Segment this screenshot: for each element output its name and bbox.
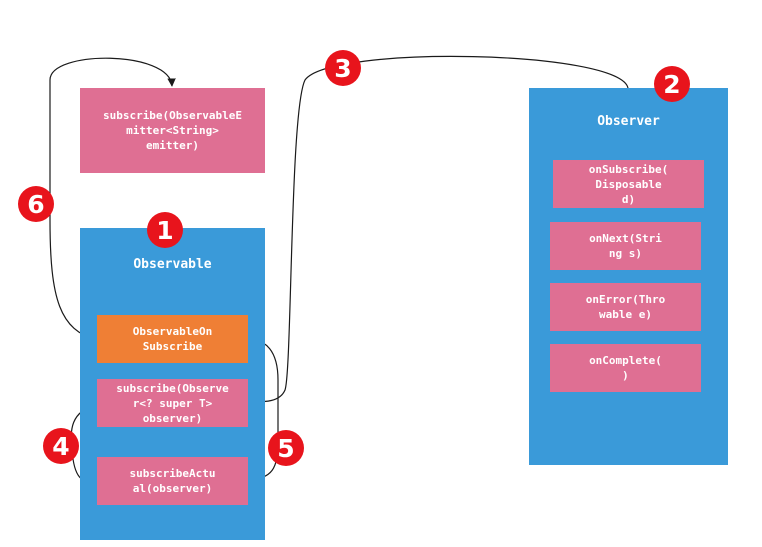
step-badge-1: 1: [147, 212, 183, 248]
step-badge-4: 4: [43, 428, 79, 464]
step-badge-6: 6: [18, 186, 54, 222]
step-badge-2: 2: [654, 66, 690, 102]
subscribe-emitter-box: subscribe(ObservableE mitter<String> emi…: [80, 88, 265, 173]
step-badge-5: 5: [268, 430, 304, 466]
observer-panel: [529, 88, 728, 465]
on-subscribe-box: onSubscribe( Disposable d): [553, 160, 704, 208]
on-complete-box: onComplete( ): [550, 344, 701, 392]
observable-on-subscribe-box: ObservableOn Subscribe: [97, 315, 248, 363]
subscribe-observer-box: subscribe(Observe r<? super T> observer): [97, 379, 248, 427]
step-badge-3: 3: [325, 50, 361, 86]
on-next-box: onNext(Stri ng s): [550, 222, 701, 270]
subscribe-actual-box: subscribeActu al(observer): [97, 457, 248, 505]
on-error-box: onError(Thro wable e): [550, 283, 701, 331]
observable-title: Observable: [133, 257, 212, 272]
observer-title: Observer: [597, 114, 660, 129]
connector-6: [49, 57, 176, 341]
connector-3: [249, 55, 629, 407]
